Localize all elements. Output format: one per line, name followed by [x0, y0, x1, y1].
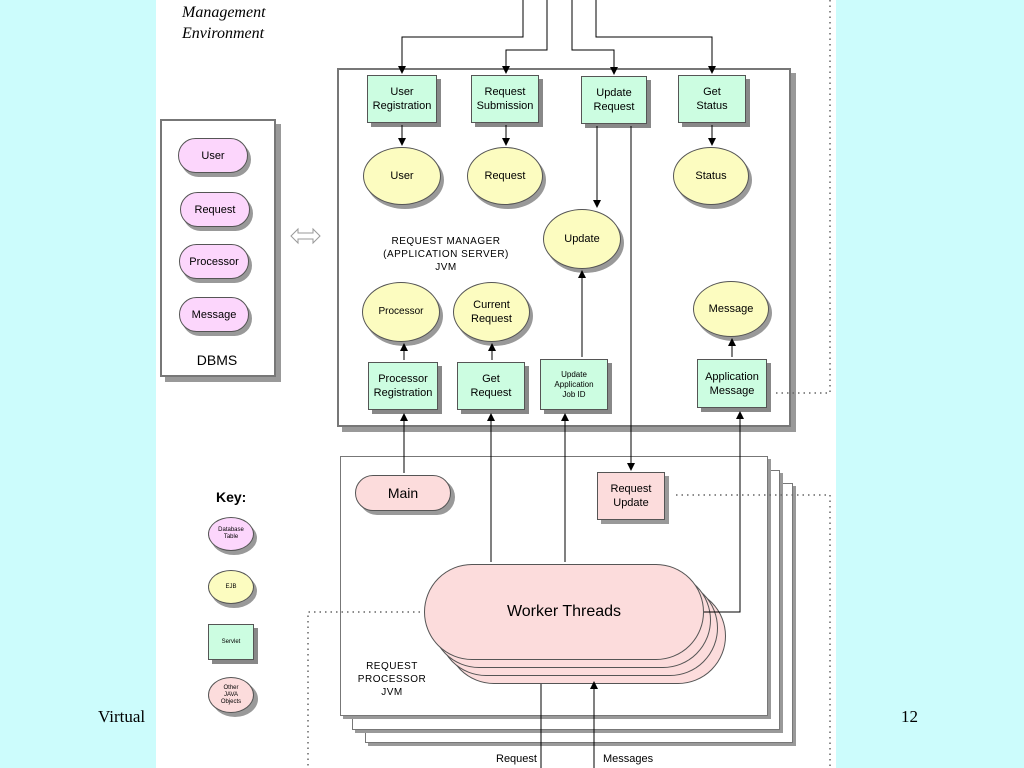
db-table-message: Message — [179, 297, 249, 332]
db-table-processor: Processor — [179, 244, 249, 279]
dotted-left-worker — [307, 611, 420, 768]
arrow-to-user-registration — [398, 0, 524, 74]
ejb-request: Request — [467, 147, 543, 205]
request-processor-label: REQUEST PROCESSOR JVM — [357, 661, 427, 698]
ejb-current-request: Current Request — [453, 282, 530, 342]
dbms-label: DBMS — [196, 352, 238, 368]
java-object-worker-threads: Worker Threads — [424, 564, 704, 660]
db-table-request: Request — [180, 192, 250, 227]
db-table-user: User — [178, 138, 248, 173]
ejb-processor: Processor — [362, 282, 440, 342]
java-object-main: Main — [355, 475, 451, 511]
slide-number: 12 — [901, 707, 918, 726]
java-object-request-update: Request Update — [597, 472, 665, 520]
slide-title-line-1: Management — [182, 4, 266, 21]
servlet-update-application-job-id: Update Application Job ID — [540, 359, 608, 410]
servlet-request-submission: Request Submission — [471, 75, 539, 123]
ejb-message: Message — [693, 281, 769, 337]
key-other-java-objects: Other JAVA Objects — [208, 677, 254, 713]
key-ejb: EJB — [208, 570, 254, 604]
servlet-get-request: Get Request — [457, 362, 525, 410]
servlet-application-message: Application Message — [697, 359, 767, 408]
arrow-to-get-status — [595, 0, 716, 74]
ejb-update: Update — [543, 209, 621, 269]
dotted-right-mid — [676, 494, 831, 768]
arrow-worker-to-application-message — [704, 411, 744, 613]
servlet-processor-registration: Processor Registration — [368, 362, 438, 410]
key-database-table: Database Table — [208, 517, 254, 551]
arrow-to-request-submission — [502, 0, 548, 74]
key-title: Key: — [216, 489, 247, 505]
slide-title-line-2: Environment — [182, 25, 265, 42]
footer-left: Virtual — [98, 707, 146, 726]
dotted-right-top — [772, 0, 831, 394]
servlet-get-status: Get Status — [678, 75, 746, 123]
double-arrow-icon — [290, 227, 321, 245]
ejb-status: Status — [673, 147, 749, 205]
key-servlet: Servlet — [208, 624, 254, 660]
bottom-label-messages: Messages — [603, 753, 654, 765]
servlet-user-registration: User Registration — [367, 75, 437, 123]
bottom-label-request: Request — [496, 753, 537, 765]
servlet-update-request: Update Request — [581, 76, 647, 124]
arrow-to-update-request — [571, 0, 618, 75]
ejb-user: User — [363, 147, 441, 205]
request-manager-label: REQUEST MANAGER (APPLICATION SERVER) JVM — [383, 236, 509, 273]
